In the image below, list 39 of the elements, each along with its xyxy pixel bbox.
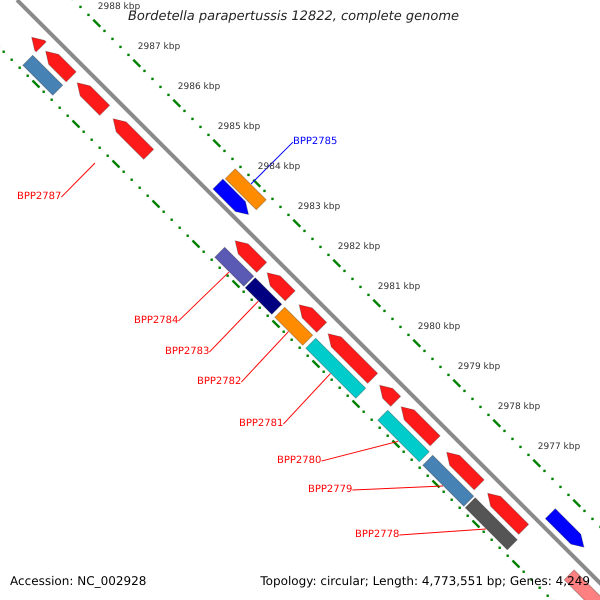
scale-label: 2978 kbp bbox=[498, 403, 540, 414]
gene-feature bbox=[422, 454, 474, 507]
genome-summary: Topology: circular; Length: 4,773,551 bp; Genes: 4,249 bbox=[260, 575, 590, 588]
gene-label: BPP2778 bbox=[355, 529, 400, 540]
leader-line bbox=[178, 272, 230, 322]
gene-label: BPP2782 bbox=[197, 376, 242, 387]
gene-feature bbox=[224, 168, 267, 210]
gene-feature bbox=[377, 410, 430, 462]
scale-label: 2987 kbp bbox=[138, 43, 180, 54]
gene-label: BPP2784 bbox=[134, 315, 178, 326]
leader-line bbox=[282, 373, 331, 425]
gene-feature bbox=[274, 306, 314, 346]
title: Bordetella parapertussis 12822, complete genome bbox=[128, 10, 459, 24]
leader-line bbox=[60, 162, 96, 198]
gene-feature bbox=[464, 497, 518, 550]
scale-label: 2977 kbp bbox=[538, 443, 580, 454]
scale-label: 2985 kbp bbox=[218, 123, 260, 134]
scale-label: 2981 kbp bbox=[378, 283, 420, 294]
gene-label: BPP2780 bbox=[277, 455, 322, 466]
leader-line bbox=[240, 331, 289, 383]
gene-label: BPP2781 bbox=[239, 418, 284, 429]
accession-text: Accession: NC_002928 bbox=[10, 575, 146, 588]
gene-label: BPP2783 bbox=[165, 346, 210, 357]
scale-label: 2988 kbp bbox=[98, 3, 140, 12]
leader-line bbox=[320, 440, 399, 462]
leader-line bbox=[398, 528, 486, 536]
gene-label: BPP2787 bbox=[17, 191, 62, 202]
scale-label: 2982 kbp bbox=[338, 243, 380, 254]
leader-line bbox=[250, 142, 294, 184]
scale-label: 2979 kbp bbox=[458, 363, 500, 374]
gene-feature bbox=[305, 338, 366, 399]
gene-label: BPP2785 bbox=[293, 136, 338, 147]
gene-feature bbox=[214, 246, 254, 287]
gene-feature bbox=[244, 277, 282, 315]
scale-label: 2980 kbp bbox=[418, 323, 460, 334]
leader-line bbox=[352, 486, 444, 491]
scale-label: 2986 kbp bbox=[178, 83, 220, 94]
gene-label: BPP2779 bbox=[308, 484, 352, 495]
scale-label: 2983 kbp bbox=[298, 203, 340, 214]
